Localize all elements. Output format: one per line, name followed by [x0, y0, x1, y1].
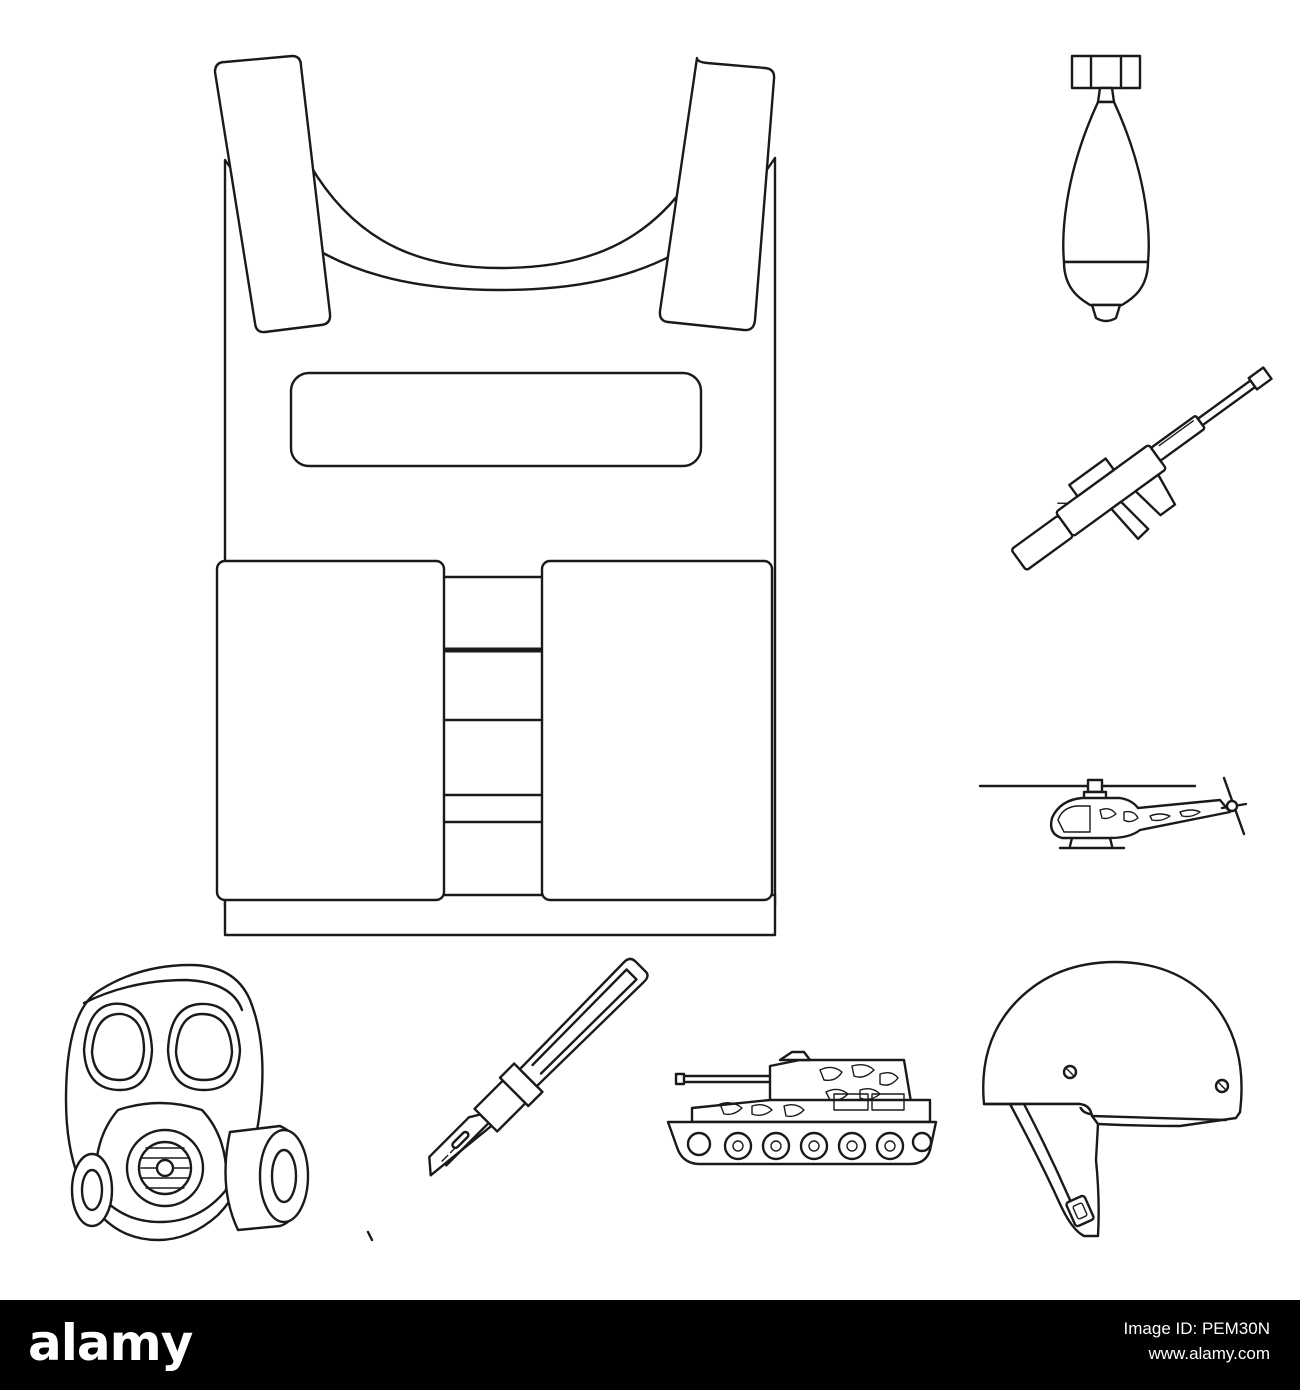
military-helmet-icon: [983, 962, 1241, 1236]
image-meta: Image ID: PEM30N www.alamy.com: [1124, 1316, 1270, 1366]
assault-rifle-icon: [1001, 352, 1300, 603]
combat-knife-icon: [368, 952, 654, 1240]
aerial-bomb-icon: [1063, 56, 1148, 321]
tank-icon: [668, 1052, 936, 1164]
gas-mask-icon: [66, 965, 308, 1240]
helicopter-icon: [980, 778, 1246, 848]
watermark-footer: alamy Image ID: PEM30N www.alamy.com: [0, 1300, 1300, 1390]
body-armor-vest-icon: [215, 56, 775, 935]
icon-set: [0, 0, 1300, 1300]
image-id-label: Image ID: PEM30N: [1123, 1319, 1270, 1338]
site-url: www.alamy.com: [1148, 1344, 1270, 1363]
alamy-logo: alamy: [28, 1314, 193, 1372]
